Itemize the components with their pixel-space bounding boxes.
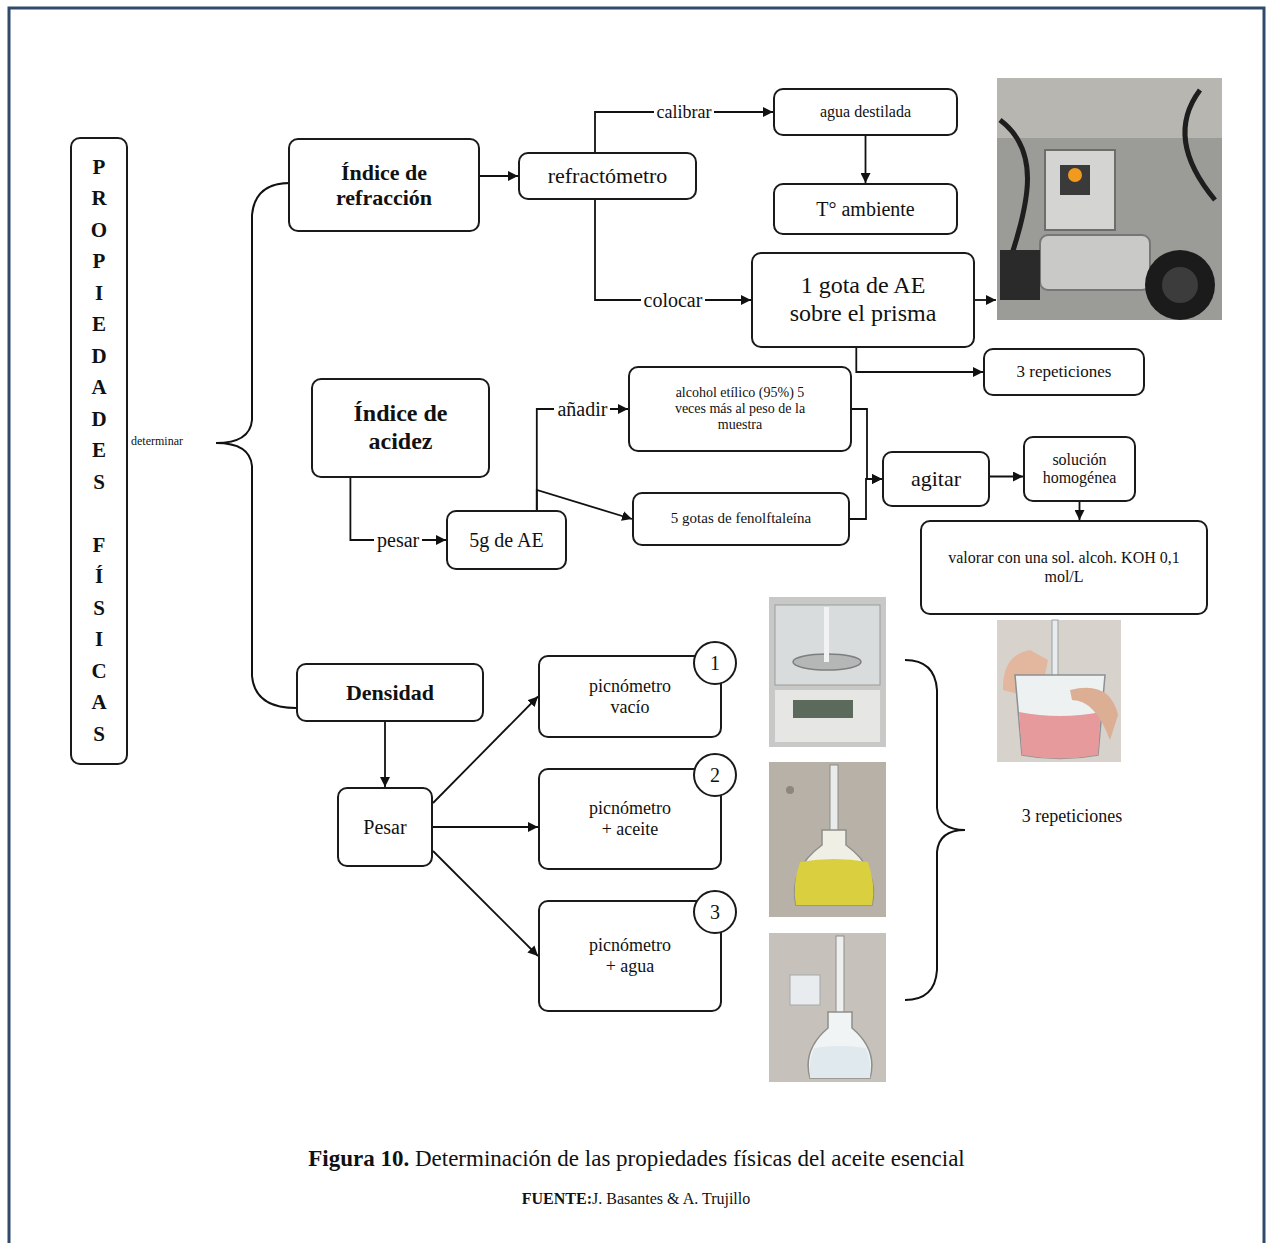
page-frame	[9, 8, 1264, 1243]
process-box: T° ambiente	[773, 183, 958, 235]
oil-pycnometer-photo	[769, 762, 886, 917]
callout-circle: 1	[693, 641, 737, 685]
box-label: alcohol etílico (95%) 5 veces más al pes…	[660, 385, 820, 433]
water-pycnometer-photo	[769, 933, 886, 1082]
box-label: picnómetro + agua	[585, 935, 675, 976]
connector-arrow	[865, 136, 867, 183]
connector-arrow	[384, 722, 386, 787]
source-note: FUENTE:J. Basantes & A. Trujillo	[236, 1190, 1036, 1208]
balance-photo	[769, 597, 886, 747]
process-box: solución homogénea	[1023, 436, 1136, 502]
box-label: 3 repeticiones	[1017, 362, 1112, 382]
box-label: 5 gotas de fenolftaleína	[671, 510, 811, 527]
connector-arrow	[852, 409, 882, 479]
figure-caption: Figura 10. Determinación de las propieda…	[40, 1146, 1233, 1172]
process-box: 5g de AE	[446, 510, 567, 570]
vertical-title: PROPIEDADES FÍSICAS	[86, 152, 111, 751]
box-label: solución homogénea	[1031, 451, 1128, 488]
edge-label: pesar	[374, 529, 422, 552]
process-box: Pesar	[337, 787, 433, 867]
box-label: T° ambiente	[816, 198, 915, 221]
box-label: 1 gota de AE sobre el prisma	[773, 272, 953, 327]
edge-label: colocar	[641, 289, 706, 312]
process-box: 3 repeticiones	[983, 348, 1145, 396]
callout-number: 2	[710, 764, 720, 787]
box-label: agua destilada	[820, 103, 911, 121]
box-label: 5g de AE	[469, 529, 543, 552]
refractometer-photo	[997, 78, 1222, 320]
photo-arrow	[973, 299, 996, 301]
box-label: refractómetro	[548, 163, 668, 188]
box-label: agitar	[911, 466, 961, 491]
process-box: Índice de acidez	[311, 378, 490, 478]
connector-arrow	[433, 826, 538, 828]
process-box: agua destilada	[773, 88, 958, 136]
process-box: refractómetro	[518, 152, 697, 200]
connector-arrow	[856, 348, 983, 372]
box-label: Pesar	[363, 816, 406, 839]
box-label: picnómetro + aceite	[585, 798, 675, 839]
connector-arrow	[480, 175, 518, 177]
curly-brace	[905, 660, 965, 1000]
box-label: Densidad	[346, 680, 434, 705]
edge-label: añadir	[554, 398, 610, 421]
box-label: picnómetro vacío	[585, 676, 675, 717]
box-label: valorar con una sol. alcoh. KOH 0,1 mol/…	[942, 549, 1186, 586]
callout-circle: 2	[693, 753, 737, 797]
process-box: Índice de refracción	[288, 138, 480, 232]
curly-brace	[216, 183, 296, 708]
connector-arrow	[595, 200, 751, 300]
box-label: Índice de acidez	[321, 400, 480, 455]
annotation-label: 3 repeticiones	[1020, 806, 1124, 827]
process-box: 5 gotas de fenolftaleína	[632, 492, 850, 546]
process-box: alcohol etílico (95%) 5 veces más al pes…	[628, 366, 852, 452]
callout-circle: 3	[693, 890, 737, 934]
titration-photo	[997, 620, 1121, 762]
connector-arrow	[433, 851, 538, 956]
vertical-title-box: PROPIEDADES FÍSICAS	[70, 137, 128, 765]
process-box: 1 gota de AE sobre el prisma	[751, 252, 975, 348]
edge-label: calibrar	[654, 102, 715, 123]
process-box: agitar	[882, 451, 990, 507]
annotation-label: determinar	[131, 435, 211, 449]
connector-arrow	[850, 479, 882, 519]
process-box: valorar con una sol. alcoh. KOH 0,1 mol/…	[920, 520, 1208, 615]
box-label: Índice de refracción	[302, 160, 466, 211]
connector-arrow	[990, 476, 1023, 478]
connector-arrow	[1079, 502, 1081, 520]
callout-number: 3	[710, 901, 720, 924]
process-box: Densidad	[296, 663, 484, 722]
callout-number: 1	[710, 652, 720, 675]
